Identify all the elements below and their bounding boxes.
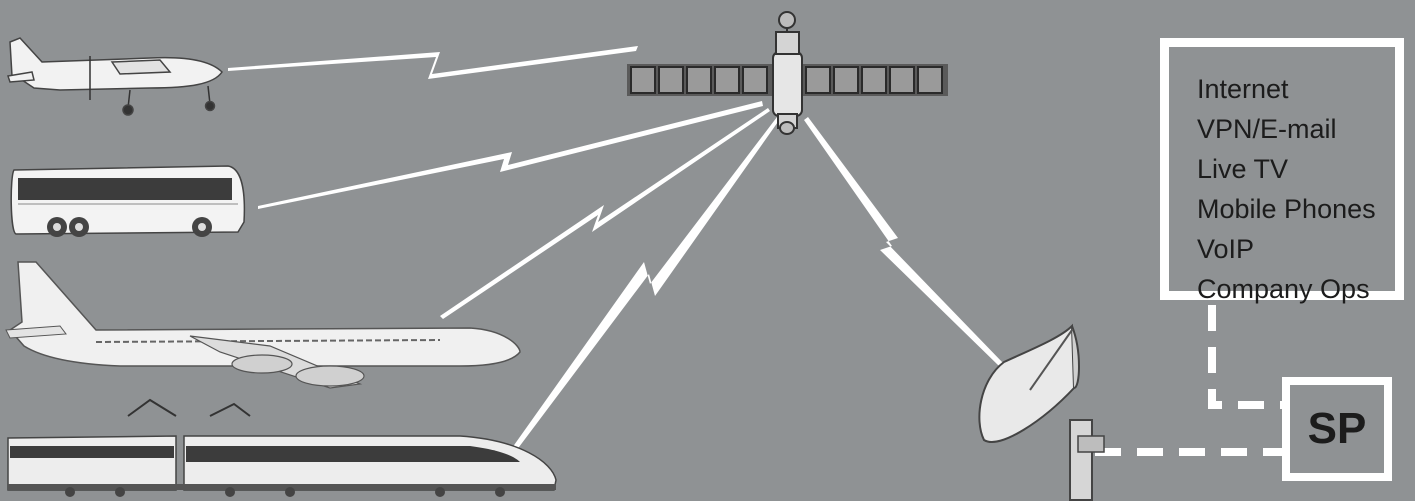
airliner-icon — [5, 261, 521, 389]
bus-icon — [10, 165, 246, 237]
drone-icon — [7, 37, 223, 116]
satellite-dish-icon — [978, 323, 1105, 501]
link-ground-station — [804, 117, 1003, 366]
link-train — [512, 117, 780, 451]
service-item: Mobile Phones — [1197, 194, 1376, 224]
services-box: Internet VPN/E-mail Live TV Mobile Phone… — [1160, 38, 1404, 304]
link-drone — [228, 46, 638, 79]
link-bus — [258, 101, 763, 209]
satellite-icon — [627, 11, 948, 135]
service-provider-label: SP — [1307, 404, 1367, 453]
service-provider-box: SP — [1282, 377, 1392, 481]
service-item: Live TV — [1197, 154, 1289, 184]
dashed-link-services-sp — [1208, 305, 1282, 409]
service-item: VPN/E-mail — [1197, 114, 1337, 144]
services-list: Internet VPN/E-mail Live TV Mobile Phone… — [1197, 69, 1395, 309]
link-airliner — [440, 108, 770, 319]
service-item: VoIP — [1197, 234, 1255, 264]
service-item: Company Ops — [1197, 274, 1370, 304]
train-icon — [7, 398, 557, 497]
service-item: Internet — [1197, 74, 1289, 104]
